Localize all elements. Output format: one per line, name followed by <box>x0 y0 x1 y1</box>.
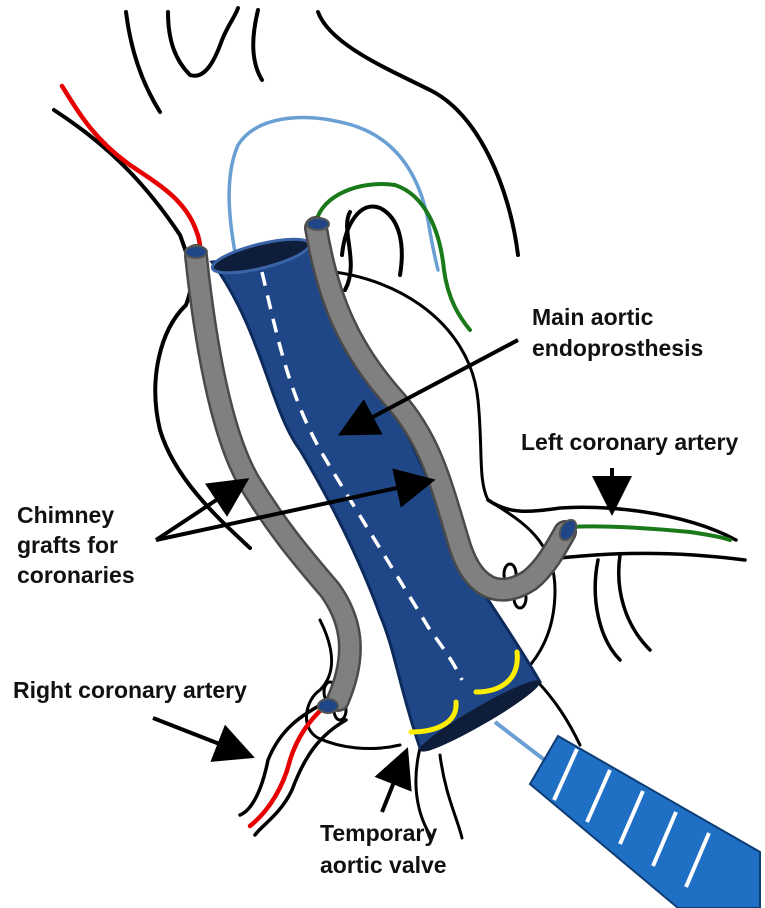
right-coronary-artery-outline <box>240 700 346 835</box>
label-valve-line1: Temporary <box>320 820 437 846</box>
right-coronary-wire-distal <box>250 706 325 826</box>
arrow-right-coronary <box>153 718 240 752</box>
label-main-aortic-line2: endoprosthesis <box>532 335 703 361</box>
chimney-graft-right-bottom-opening <box>318 699 338 713</box>
label-main-aortic-line1: Main aortic <box>532 304 654 330</box>
label-left-coronary: Left coronary artery <box>521 429 739 455</box>
chimney-graft-left-top-opening <box>307 218 329 230</box>
delivery-catheter <box>530 736 760 908</box>
label-right-coronary: Right coronary artery <box>13 677 247 703</box>
label-chimney-line2: grafts for <box>17 532 118 558</box>
label-chimney-line3: coronaries <box>17 562 135 588</box>
label-valve-line2: aortic valve <box>320 852 447 878</box>
label-chimney-line1: Chimney <box>17 502 114 528</box>
arrow-temporary-valve <box>382 762 402 812</box>
chimney-graft-right-top-opening <box>185 246 207 258</box>
